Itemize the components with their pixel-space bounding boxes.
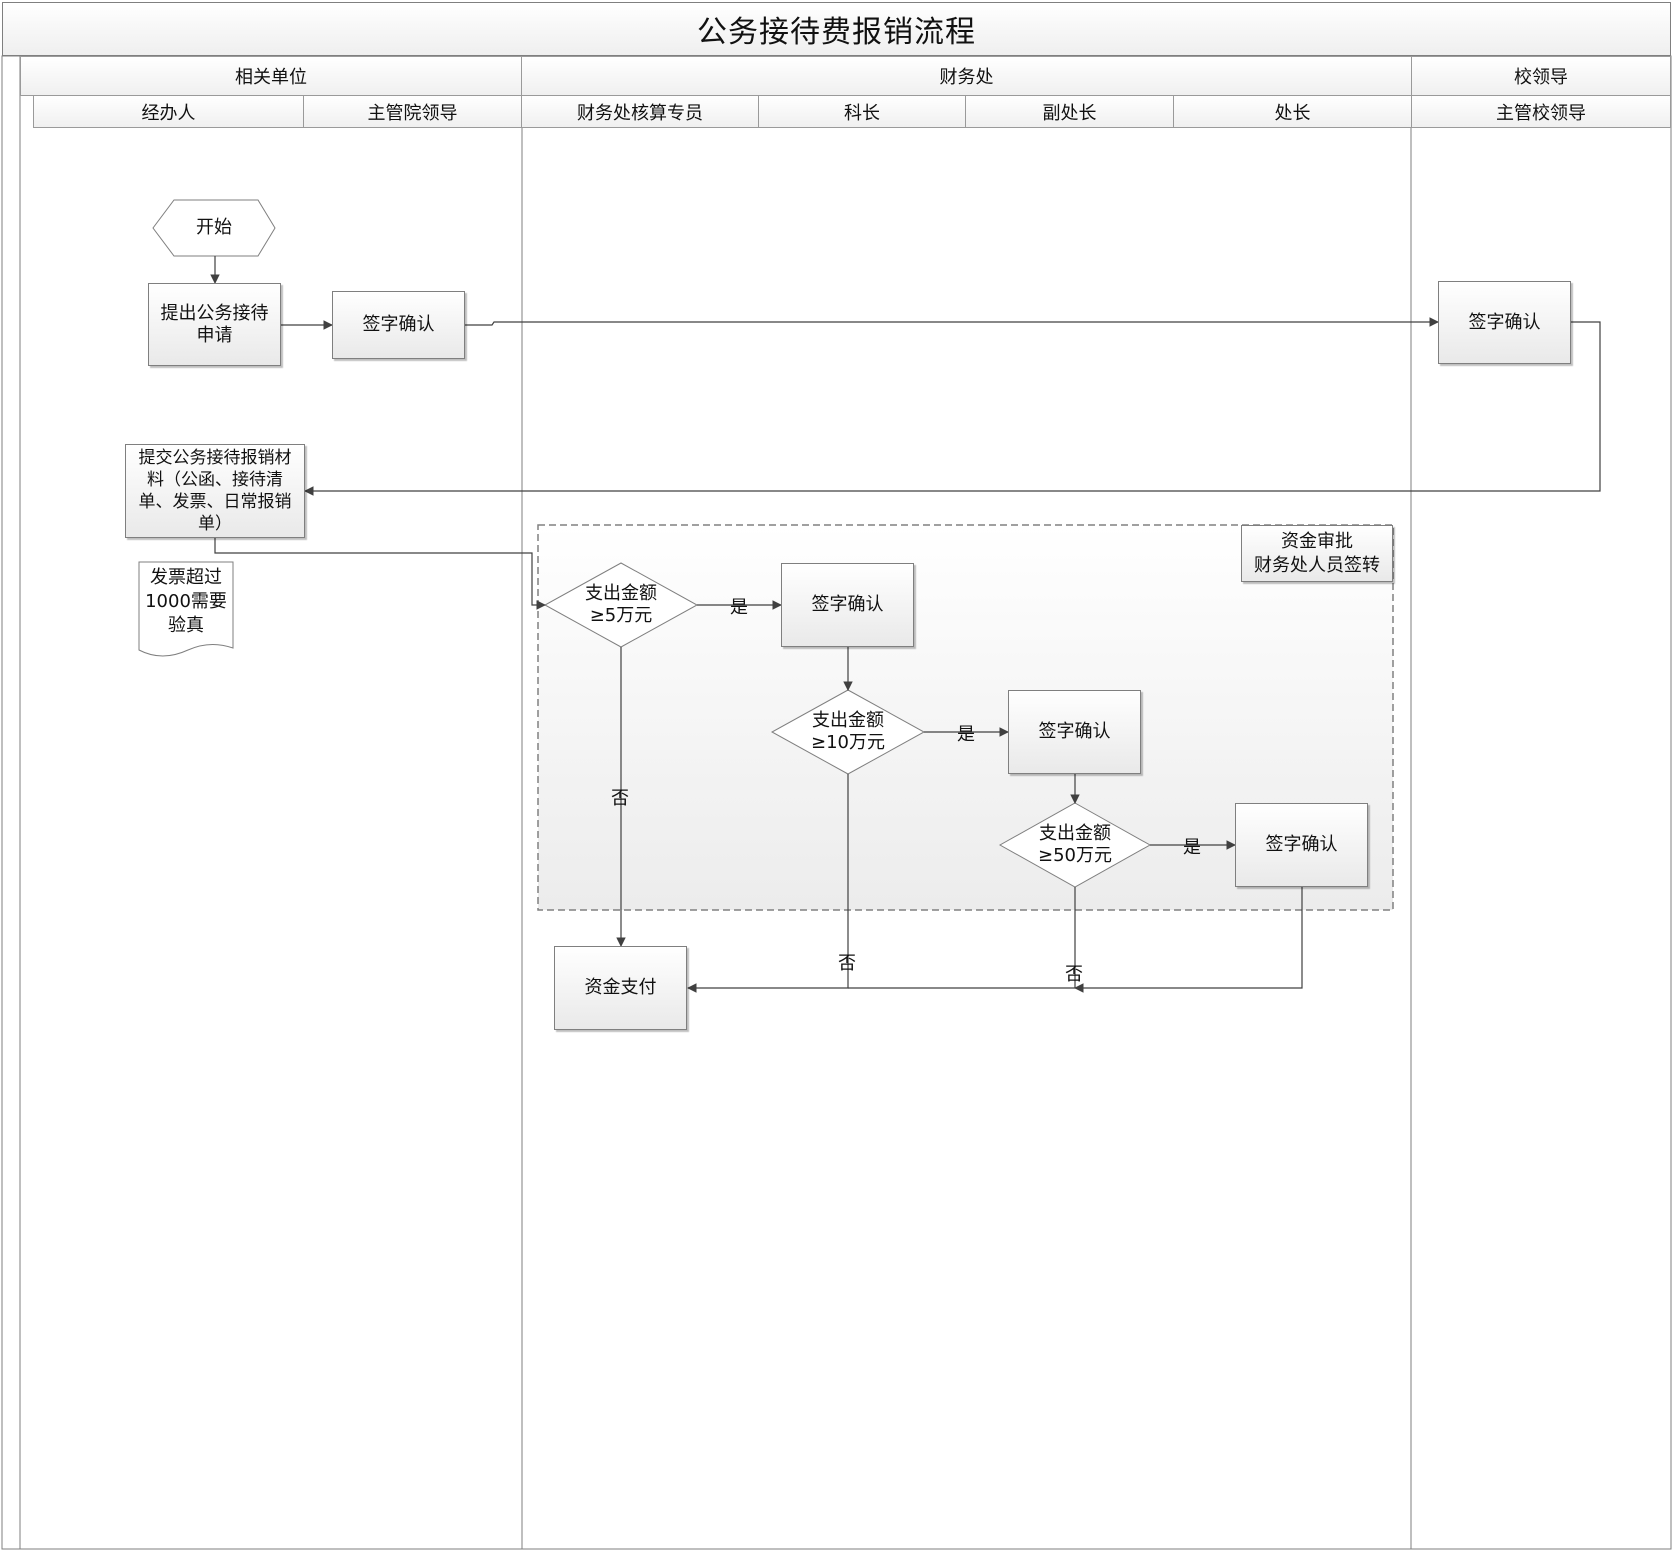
edge-label-yes-2: 是 xyxy=(957,724,975,745)
lane-header-handler: 经办人 xyxy=(33,95,304,128)
edge-sign3-merge xyxy=(1074,887,1303,993)
sign-process-3: 签字确认 xyxy=(1235,803,1368,887)
decision-50w: 支出金额 ≥50万元 xyxy=(1038,823,1112,866)
edge-label-no-3: 否 xyxy=(1065,964,1083,985)
edge-school-submit xyxy=(304,321,1601,496)
edge-label-no-2: 否 xyxy=(838,953,856,974)
invoice-note: 发票超过 1000需要 验真 xyxy=(145,567,227,636)
submit-materials-process: 提交公务接待报销材 料（公函、接待清 单、发票、日常报销 单） xyxy=(125,444,305,538)
fund-payment-process: 资金支付 xyxy=(554,946,687,1030)
start-node: 开始 xyxy=(196,217,232,238)
group-header-finance: 财务处 xyxy=(521,56,1412,96)
sign-process-2: 签字确认 xyxy=(1008,690,1141,774)
edge-sign-school xyxy=(465,317,1439,327)
edge-submit-d1 xyxy=(214,538,546,610)
lane-header-dept-leader: 主管院领导 xyxy=(303,95,522,128)
apply-process: 提出公务接待 申请 xyxy=(148,283,281,366)
decision-10w: 支出金额 ≥10万元 xyxy=(811,710,885,753)
page-title: 公务接待费报销流程 xyxy=(2,2,1671,56)
approval-group-label: 资金审批 财务处人员签转 xyxy=(1241,525,1393,582)
lane-header-school-leader: 主管校领导 xyxy=(1411,95,1671,128)
edge-label-yes-3: 是 xyxy=(1183,837,1201,858)
school-sign-process: 签字确认 xyxy=(1438,281,1571,364)
dept-sign-process: 签字确认 xyxy=(332,291,465,359)
group-header-school-leader: 校领导 xyxy=(1411,56,1671,96)
lane-header-accountant: 财务处核算专员 xyxy=(521,95,759,128)
lane-header-deputy-director: 副处长 xyxy=(965,95,1174,128)
edge-label-yes-1: 是 xyxy=(730,597,748,618)
sign-process-1: 签字确认 xyxy=(781,563,914,647)
note-document-shape xyxy=(138,561,234,657)
edge-label-no-1: 否 xyxy=(611,788,629,809)
decision-5w: 支出金额 ≥5万元 xyxy=(585,583,657,626)
group-header-related-unit: 相关单位 xyxy=(20,56,522,96)
lane-header-director: 处长 xyxy=(1173,95,1412,128)
start-hexagon xyxy=(152,199,276,257)
lane-header-section-chief: 科长 xyxy=(758,95,966,128)
